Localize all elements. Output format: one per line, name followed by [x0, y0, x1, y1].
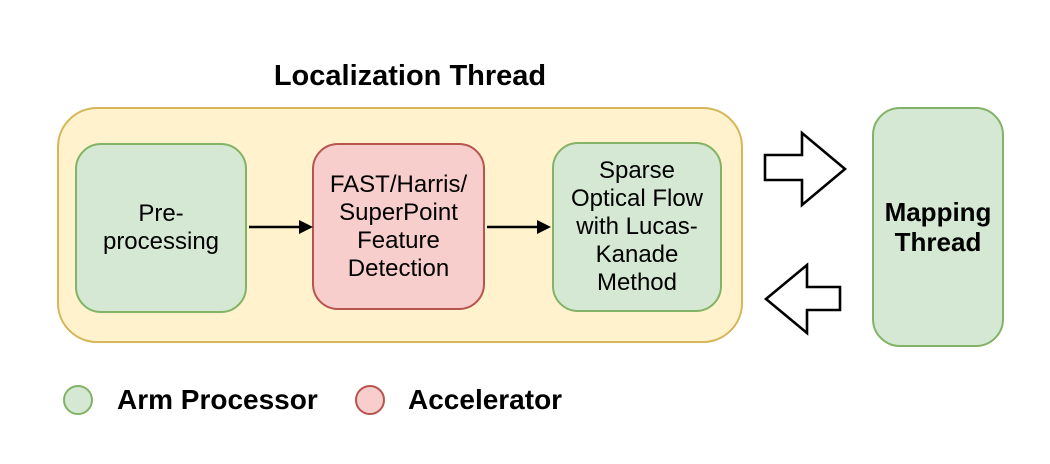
block-arrow-left — [763, 262, 842, 336]
node-feature-detection-label: FAST/Harris/ SuperPoint Feature Detectio… — [329, 170, 468, 282]
node-optical-flow-label: Sparse Optical Flow with Lucas- Kanade M… — [570, 157, 704, 296]
localization-thread-title: Localization Thread — [273, 60, 547, 92]
legend-label-accelerator: Accelerator — [408, 384, 563, 415]
legend-swatch-accelerator — [355, 385, 385, 415]
node-optical-flow: Sparse Optical Flow with Lucas- Kanade M… — [552, 142, 722, 312]
node-mapping-thread: Mapping Thread — [872, 107, 1004, 347]
block-arrow-right — [763, 130, 848, 208]
legend-swatch-arm-processor — [63, 385, 93, 415]
node-mapping-thread-label: Mapping Thread — [884, 197, 992, 257]
legend-label-arm-processor: Arm Processor — [117, 384, 318, 415]
node-feature-detection: FAST/Harris/ SuperPoint Feature Detectio… — [312, 143, 485, 310]
node-preprocessing-label: Pre- processing — [102, 200, 220, 255]
node-preprocessing: Pre- processing — [75, 143, 247, 313]
